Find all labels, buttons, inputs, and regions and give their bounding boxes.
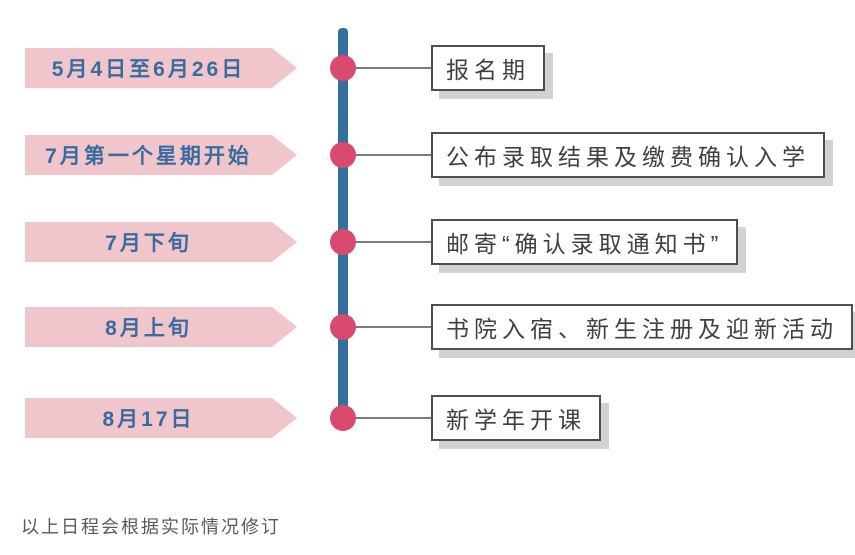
connector-line bbox=[352, 417, 431, 419]
event-label: 公布录取结果及缴费确认入学 bbox=[446, 144, 810, 170]
event-box: 邮寄“确认录取通知书” bbox=[431, 219, 739, 265]
event-label: 书院入宿、新生注册及迎新活动 bbox=[446, 316, 838, 342]
timeline-dot bbox=[330, 314, 356, 340]
event-box: 公布录取结果及缴费确认入学 bbox=[431, 132, 825, 178]
timeline-dot bbox=[330, 405, 356, 431]
timeline-dot bbox=[330, 55, 356, 81]
event-box: 新学年开课 bbox=[431, 395, 601, 441]
timeline-dot bbox=[330, 229, 356, 255]
date-arrow: 7月第一个星期开始 bbox=[25, 135, 297, 175]
timeline-spine bbox=[338, 28, 348, 418]
timeline-dot bbox=[330, 142, 356, 168]
event-box: 书院入宿、新生注册及迎新活动 bbox=[431, 304, 853, 350]
date-arrow: 8月上旬 bbox=[25, 307, 297, 347]
event-label: 新学年开课 bbox=[446, 407, 586, 433]
connector-line bbox=[352, 241, 431, 243]
connector-line bbox=[352, 67, 431, 69]
date-label: 8月17日 bbox=[102, 408, 195, 431]
date-label: 7月下旬 bbox=[105, 232, 192, 255]
connector-line bbox=[352, 154, 431, 156]
event-label: 邮寄“确认录取通知书” bbox=[446, 231, 724, 257]
date-label: 8月上旬 bbox=[105, 317, 192, 340]
date-arrow: 5月4日至6月26日 bbox=[25, 48, 297, 88]
date-arrow: 8月17日 bbox=[25, 398, 297, 438]
date-label: 7月第一个星期开始 bbox=[45, 145, 252, 168]
connector-line bbox=[352, 326, 431, 328]
date-arrow: 7月下旬 bbox=[25, 222, 297, 262]
event-label: 报名期 bbox=[446, 57, 530, 83]
date-label: 5月4日至6月26日 bbox=[51, 58, 246, 81]
event-box: 报名期 bbox=[431, 45, 545, 91]
footnote: 以上日程会根据实际情况修订 bbox=[21, 517, 281, 537]
